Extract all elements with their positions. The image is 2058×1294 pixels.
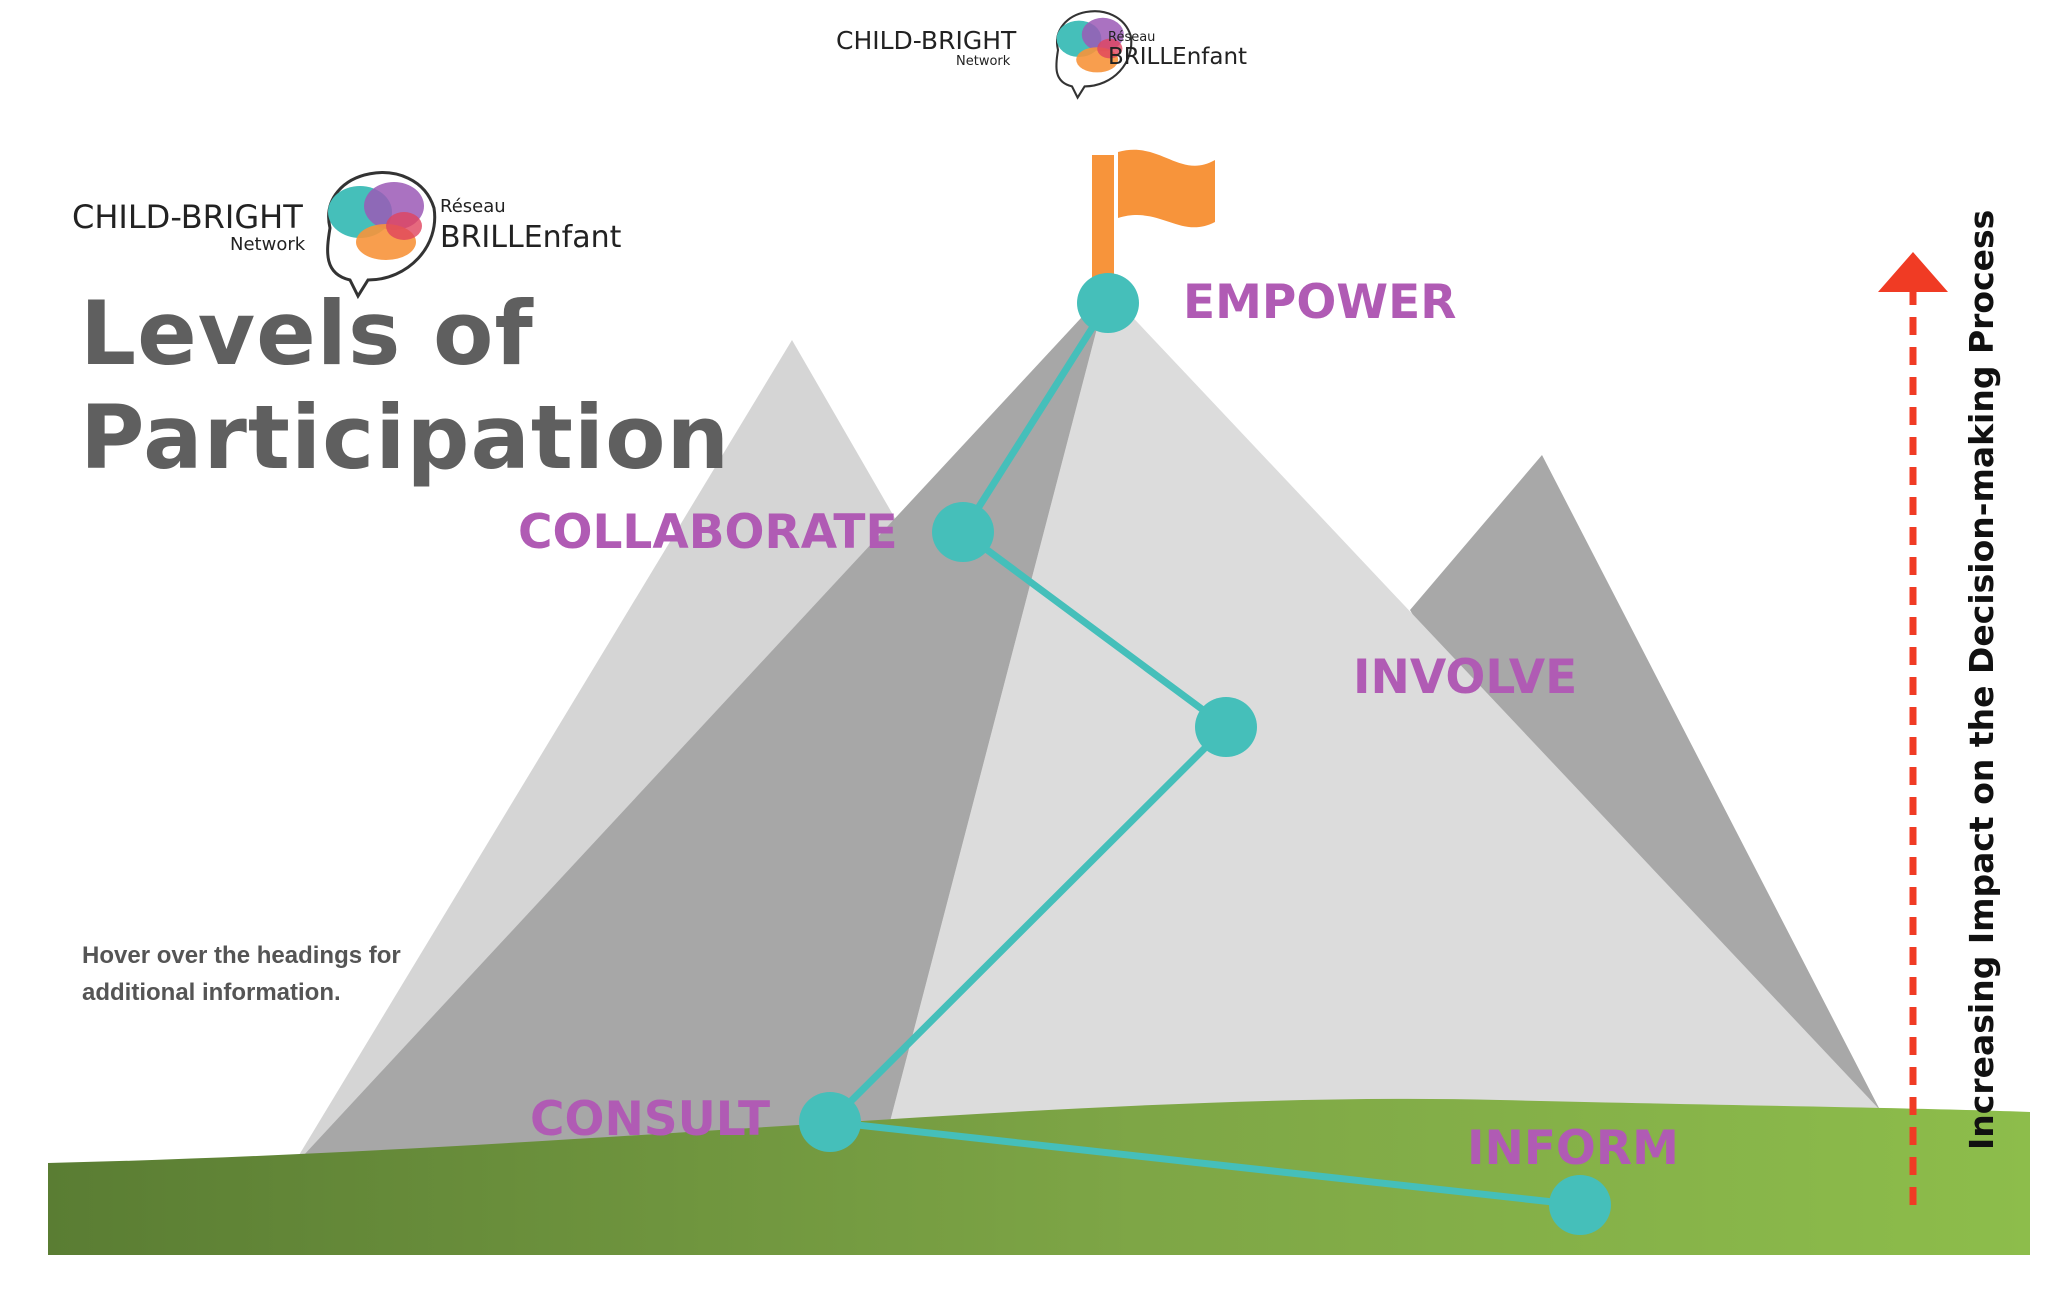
collaborate-node [932,502,994,562]
impact-arrow-head-icon [1878,252,1948,292]
empower-node [1077,273,1139,333]
involve-node [1195,697,1257,757]
page-title-line-1: Levels of [80,282,730,386]
top-logo-subtitle: Network [956,54,1010,69]
heading-collaborate[interactable]: COLLABORATE [518,505,898,560]
hover-hint: Hover over the headings for additional i… [82,937,401,1011]
main-logo-brillenfant: BRILLEnfant [440,220,621,255]
main-logo-subtitle: Network [230,234,305,255]
page-title-line-2: Participation [80,386,730,490]
flag-icon [1118,150,1215,228]
page-title: Levels of Participation [80,282,730,490]
main-logo-name: CHILD-BRIGHT [72,198,303,236]
inform-node [1549,1175,1611,1235]
hover-hint-line-1: Hover over the headings for [82,937,401,974]
brain-logo-main-icon [328,173,435,296]
heading-empower[interactable]: EMPOWER [1183,275,1456,330]
top-logo-reseau: Réseau [1108,30,1155,45]
heading-involve[interactable]: INVOLVE [1353,650,1577,705]
consult-node [799,1092,861,1152]
hover-hint-line-2: additional information. [82,974,401,1011]
heading-inform[interactable]: INFORM [1467,1121,1679,1176]
top-logo-name: CHILD-BRIGHT [836,26,1016,55]
impact-axis-label: Increasing Impact on the Decision-making… [1962,210,2001,1150]
heading-consult[interactable]: CONSULT [530,1092,770,1147]
main-logo-reseau: Réseau [440,196,506,217]
top-logo-brillenfant: BRILLEnfant [1108,44,1247,70]
